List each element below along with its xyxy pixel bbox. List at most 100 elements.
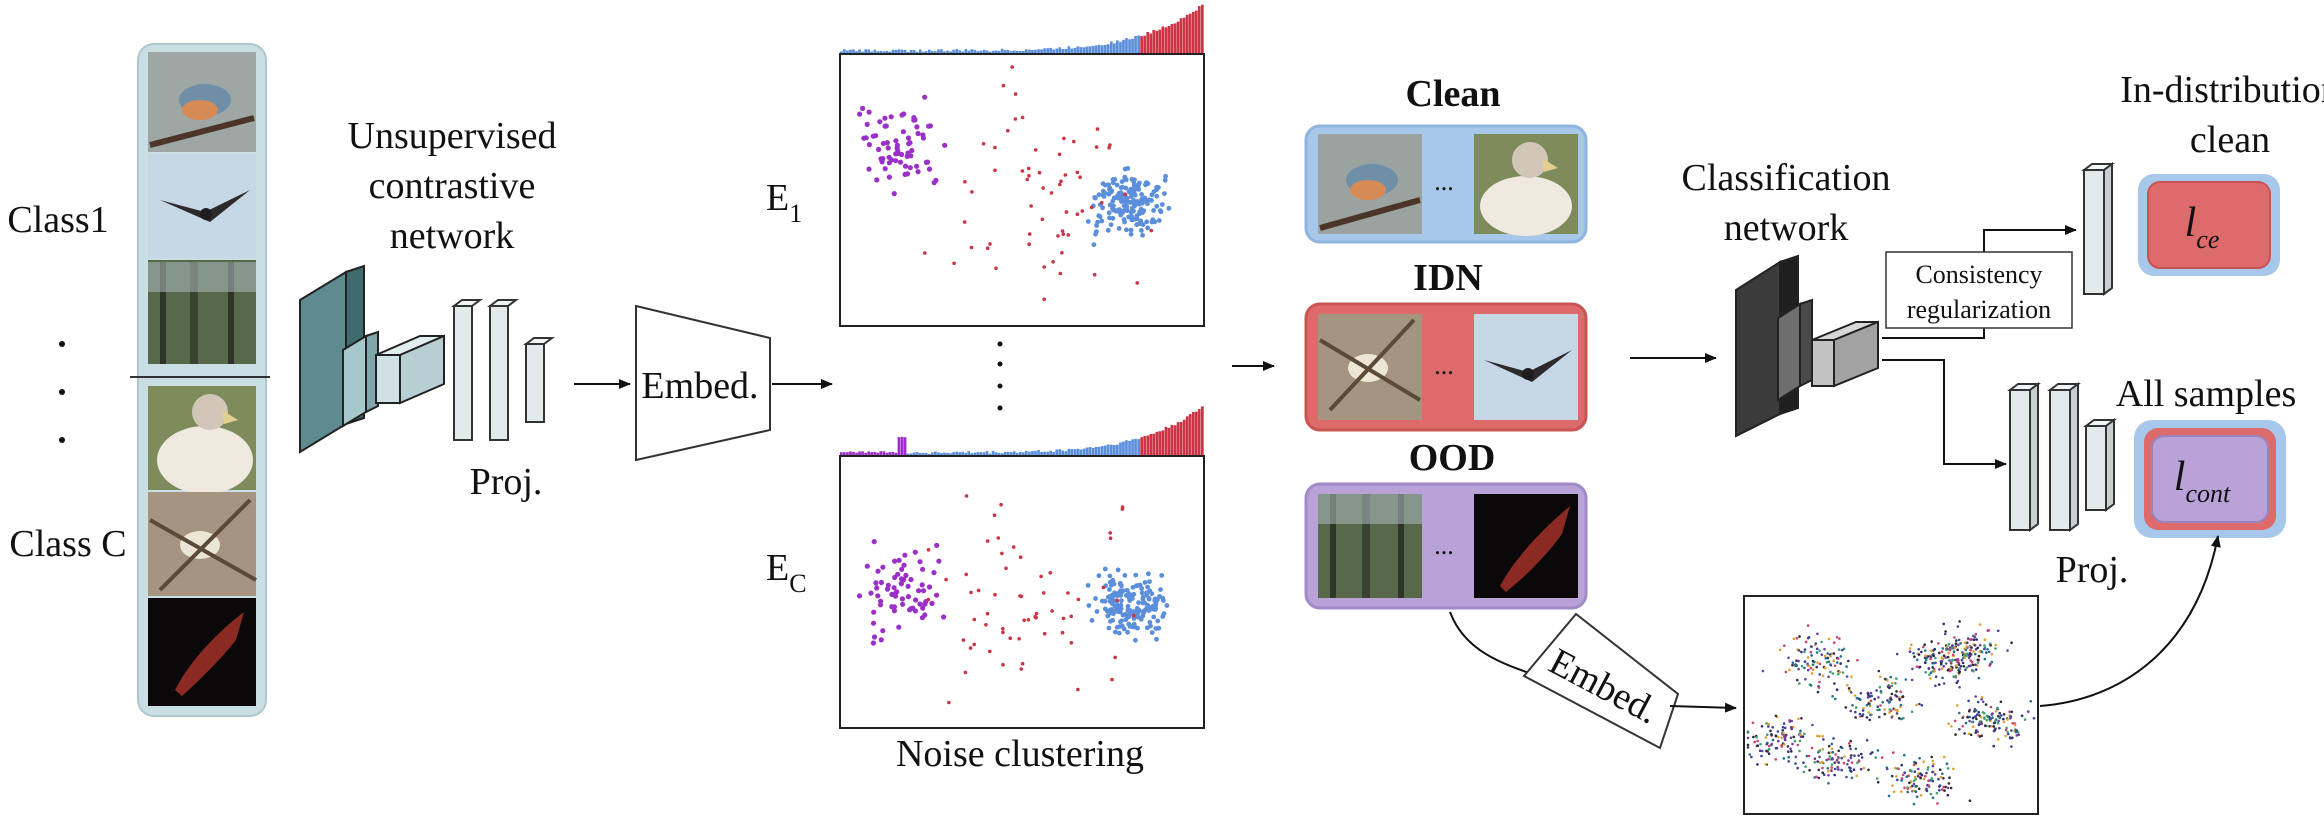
idn-point bbox=[1013, 117, 1018, 121]
clean-point bbox=[1134, 213, 1140, 219]
histogram-bar bbox=[900, 49, 904, 54]
umap-point bbox=[1949, 667, 1952, 670]
idn-point bbox=[988, 242, 992, 246]
umap-point bbox=[1893, 708, 1897, 711]
umap-point bbox=[1918, 702, 1921, 706]
histogram-bar bbox=[1073, 47, 1077, 54]
histogram-bar bbox=[1079, 449, 1083, 456]
idn-point bbox=[1066, 591, 1070, 595]
umap-point bbox=[1922, 645, 1925, 649]
umap-point bbox=[1912, 779, 1916, 783]
clean-point bbox=[1141, 610, 1147, 616]
histogram-bar bbox=[1049, 47, 1052, 54]
umap-point bbox=[1746, 746, 1750, 749]
umap-point bbox=[1837, 756, 1840, 759]
umap-point bbox=[1919, 793, 1923, 797]
umap-point bbox=[1894, 693, 1897, 697]
umap-point bbox=[1808, 768, 1811, 772]
histogram-bar bbox=[1064, 451, 1068, 456]
umap-point bbox=[1929, 792, 1933, 796]
idn-point bbox=[985, 539, 990, 543]
histogram-bar bbox=[940, 453, 943, 456]
class-ellipsis bbox=[59, 341, 65, 443]
clean-point bbox=[1158, 209, 1164, 215]
umap-point bbox=[1860, 756, 1864, 759]
histogram-bar bbox=[1006, 50, 1010, 54]
idn-point bbox=[1049, 191, 1054, 195]
umap-point bbox=[1799, 729, 1802, 733]
idn-point bbox=[1061, 616, 1066, 621]
histogram-bar bbox=[1088, 447, 1092, 456]
umap-point bbox=[1987, 629, 1991, 632]
histogram-bar bbox=[994, 50, 998, 54]
clean-point bbox=[1085, 219, 1091, 224]
umap-point bbox=[1977, 734, 1980, 737]
classification-network-icon bbox=[1735, 254, 1879, 438]
umap-point bbox=[1930, 640, 1933, 643]
umap-point bbox=[1931, 759, 1934, 763]
umap-point bbox=[1816, 661, 1819, 664]
umap-point bbox=[2010, 729, 2013, 732]
embedding-label-bottom: EC bbox=[766, 547, 807, 598]
ood-point bbox=[892, 593, 899, 599]
umap-point bbox=[1810, 672, 1814, 675]
umap-point bbox=[1970, 720, 1974, 724]
umap-point bbox=[1813, 757, 1817, 760]
idn-point bbox=[964, 494, 969, 498]
clean-point bbox=[1126, 621, 1132, 627]
ood-point bbox=[909, 147, 915, 154]
idn-point bbox=[994, 266, 998, 271]
umap-point bbox=[1976, 658, 1980, 662]
umap-point bbox=[1929, 657, 1932, 661]
clean-point bbox=[1131, 621, 1137, 627]
umap-point bbox=[1782, 757, 1786, 760]
umap-point bbox=[1798, 739, 1802, 743]
umap-point bbox=[1836, 766, 1840, 769]
histogram-bar bbox=[921, 51, 925, 54]
umap-point bbox=[1800, 650, 1803, 654]
umap-point bbox=[1886, 678, 1889, 682]
umap-point bbox=[2005, 726, 2008, 730]
histogram-bar bbox=[1131, 439, 1134, 456]
histogram-bar bbox=[843, 452, 846, 456]
clean-point bbox=[1141, 208, 1147, 214]
umap-point bbox=[1755, 736, 1758, 739]
idn-group-box: ... bbox=[1304, 302, 1588, 432]
histogram-bar bbox=[1085, 447, 1089, 456]
ood-point bbox=[871, 634, 878, 640]
clean-point bbox=[1107, 587, 1112, 592]
thumb-squid bbox=[148, 598, 256, 706]
clean-point bbox=[1086, 603, 1092, 608]
clean-point bbox=[1135, 625, 1140, 631]
ood-point bbox=[860, 105, 866, 111]
umap-point bbox=[1878, 715, 1881, 719]
ood-point bbox=[877, 119, 883, 125]
umap-point bbox=[1894, 682, 1897, 685]
clean-point bbox=[1154, 203, 1160, 209]
umap-point bbox=[1946, 767, 1950, 770]
umap-point bbox=[1867, 702, 1870, 705]
clean-point bbox=[1166, 205, 1172, 211]
umap-point bbox=[1941, 647, 1945, 650]
clean-point bbox=[1127, 607, 1132, 613]
ood-point bbox=[936, 558, 942, 564]
histogram-bar bbox=[1201, 4, 1204, 54]
umap-point bbox=[1837, 657, 1840, 660]
idn-point bbox=[970, 190, 974, 194]
umap-point bbox=[1848, 744, 1852, 748]
umap-point bbox=[1804, 765, 1807, 768]
umap-point bbox=[1809, 650, 1813, 654]
clean-point bbox=[1149, 630, 1155, 635]
umap-point bbox=[1847, 659, 1850, 663]
idn-point bbox=[1061, 232, 1066, 237]
umap-point bbox=[1774, 714, 1778, 718]
umap-point bbox=[1924, 774, 1927, 778]
histogram-bar bbox=[1167, 26, 1171, 54]
clean-thumb-bird bbox=[1318, 134, 1422, 234]
histogram-bar bbox=[1043, 48, 1046, 54]
umap-point bbox=[1937, 777, 1940, 781]
ood-point bbox=[896, 624, 902, 630]
histogram-bar bbox=[1015, 50, 1019, 54]
clean-point bbox=[1159, 573, 1165, 578]
ood-point bbox=[878, 156, 884, 162]
